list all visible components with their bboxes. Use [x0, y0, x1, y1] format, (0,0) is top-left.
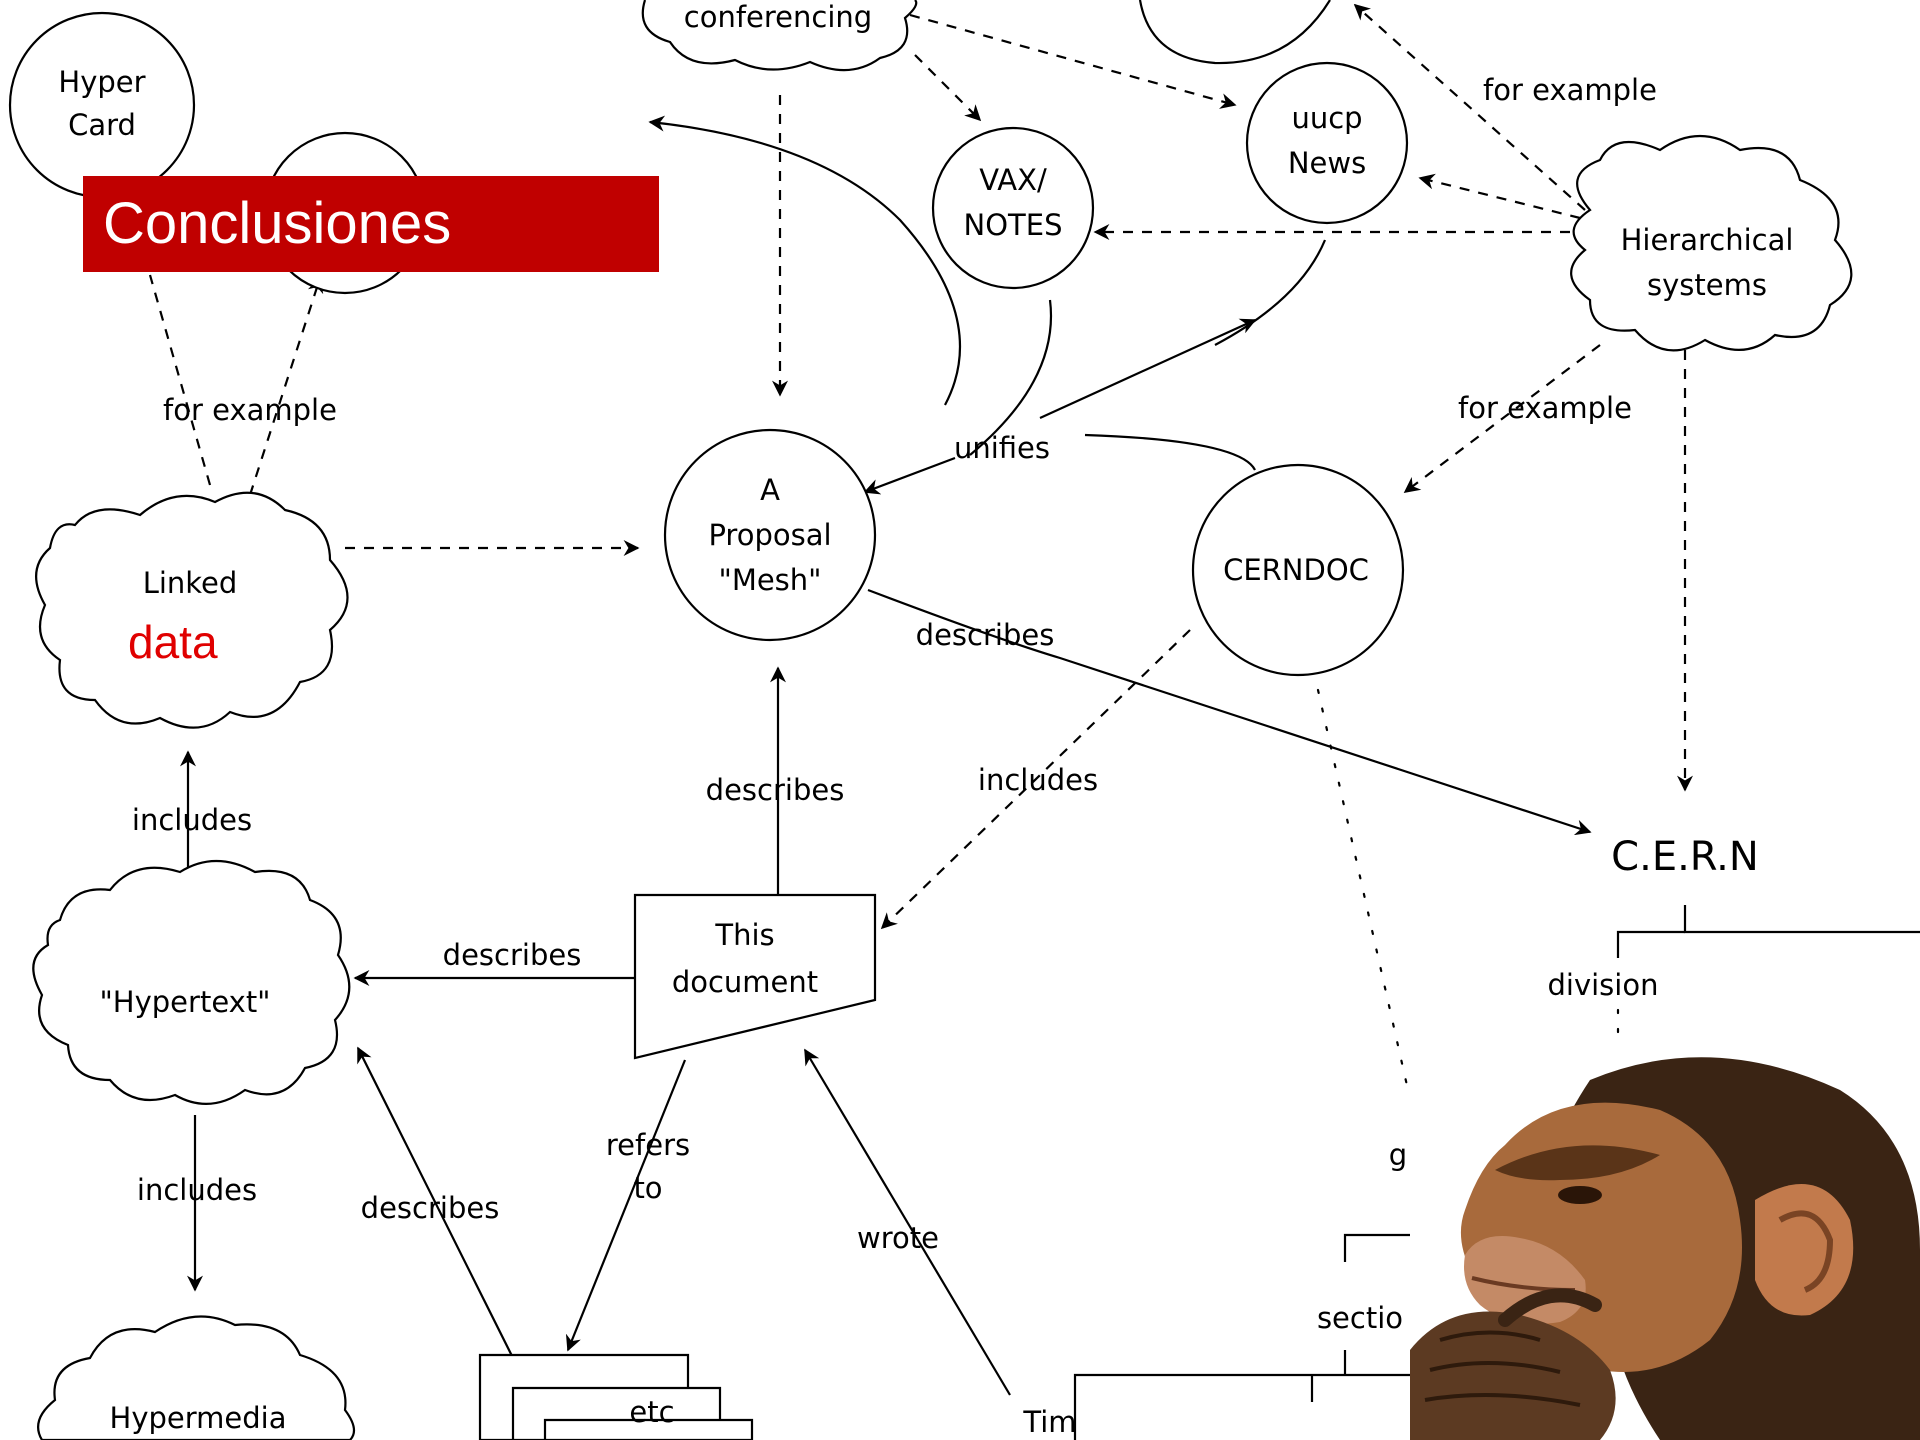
- edge-proposal-uucp: [1039, 318, 1257, 420]
- edge-label-describes-hypertext: describes: [443, 938, 582, 972]
- edge-label-to: to: [633, 1171, 662, 1205]
- edge-cerndoc-doc: [880, 629, 1191, 930]
- edge-label-for-example-right: for example: [1458, 391, 1632, 425]
- this-document-node: [633, 893, 877, 1060]
- hypermedia-node: [37, 1315, 356, 1440]
- edge-label-includes-hypermedia: includes: [137, 1173, 257, 1207]
- uucp-label-2: News: [1288, 146, 1366, 180]
- this-document-label-2: document: [672, 965, 818, 999]
- edge-label-unifies: unifies: [954, 431, 1050, 465]
- edge-label-describes-proposal: describes: [706, 773, 845, 807]
- hierarchical-label-1: Hierarchical: [1621, 223, 1794, 257]
- conferencing-cloud: [641, 0, 918, 72]
- hypercard-label-1: Hyper: [58, 65, 145, 99]
- edge-label-refers: refers: [606, 1128, 690, 1162]
- cern-label: C.E.R.N: [1611, 834, 1759, 880]
- edge-label-for-example-left: for example: [163, 393, 337, 427]
- edge-linked-midcircle: [248, 276, 324, 496]
- hypertext-node: [32, 859, 351, 1105]
- edge-label-wrote: wrote: [857, 1221, 939, 1255]
- uucp-label-1: uucp: [1291, 101, 1362, 135]
- edge-label-includes-linked: includes: [132, 803, 252, 837]
- proposal-label-3: "Mesh": [718, 563, 821, 597]
- etc-label: etc: [629, 1395, 674, 1429]
- hierarchical-label-2: systems: [1647, 268, 1767, 302]
- linked-label: Linked: [143, 566, 238, 600]
- edge-doc-etc: [565, 1059, 687, 1352]
- this-document-label-1: This: [714, 918, 774, 952]
- linked-overlay-word: data: [128, 616, 218, 668]
- edge-conferencing-vax: [914, 54, 982, 122]
- edge-linked-hypercard: [148, 274, 212, 486]
- proposal-node: [663, 428, 877, 642]
- thinking-chimpanzee-image: [1410, 1050, 1920, 1440]
- top-circle: [1138, 0, 1331, 65]
- slide-title: Conclusiones: [83, 176, 659, 272]
- edge-proposal-mid-circle: [648, 115, 962, 406]
- edge-label-describes-cern: describes: [916, 618, 1055, 652]
- hierarchical-node: [1570, 134, 1853, 352]
- edge-label-describes-etc: describes: [361, 1191, 500, 1225]
- division-label: division: [1548, 968, 1659, 1002]
- linked-node: [35, 491, 349, 729]
- g-fragment-label: g: [1389, 1138, 1407, 1172]
- edge-cerndoc-curve: [1084, 433, 1256, 471]
- uucp-news-node: [1245, 61, 1409, 225]
- edge-hierarchical-cerndoc: [1403, 344, 1601, 493]
- hypermedia-label: Hypermedia: [110, 1401, 287, 1435]
- section-tree-top: [1343, 1233, 1412, 1262]
- edge-label-for-example-top: for example: [1483, 73, 1657, 107]
- edge-cerndoc-group: [1316, 688, 1410, 1092]
- tim-label: Tim: [1022, 1405, 1076, 1439]
- vax-label-2: NOTES: [964, 208, 1063, 242]
- section-label: sectio: [1317, 1301, 1403, 1335]
- edge-proposal-cern: [867, 588, 1592, 836]
- proposal-label-2: Proposal: [708, 518, 831, 552]
- edge-tim-doc: [804, 1048, 1011, 1396]
- cerndoc-label: CERNDOC: [1223, 553, 1369, 587]
- proposal-label-1: A: [760, 473, 780, 507]
- section-tree-bar: [1073, 1373, 1412, 1440]
- cern-tree-top: [1683, 905, 1920, 934]
- edge-label-includes-cerndoc: includes: [978, 763, 1098, 797]
- vax-notes-node: [931, 126, 1095, 290]
- hypercard-label-2: Card: [68, 108, 136, 142]
- etc-doc-3: [543, 1418, 754, 1440]
- edge-vax-proposal: [969, 299, 1053, 456]
- cerndoc-node: [1191, 463, 1405, 677]
- cern-tree-branch: [1616, 930, 1685, 958]
- edge-uucp-curve: [1214, 239, 1327, 346]
- vax-label-1: VAX/: [979, 163, 1047, 197]
- conferencing-label: conferencing: [684, 0, 872, 34]
- edge-hierarchical-uucp: [1418, 173, 1581, 220]
- hypercard-node: [8, 11, 196, 199]
- edge-unifies-proposal: [863, 456, 956, 495]
- edge-etc-hypertext: [357, 1046, 519, 1369]
- edge-hierarchical-top: [1353, 3, 1586, 211]
- hypertext-label: "Hypertext": [99, 985, 270, 1019]
